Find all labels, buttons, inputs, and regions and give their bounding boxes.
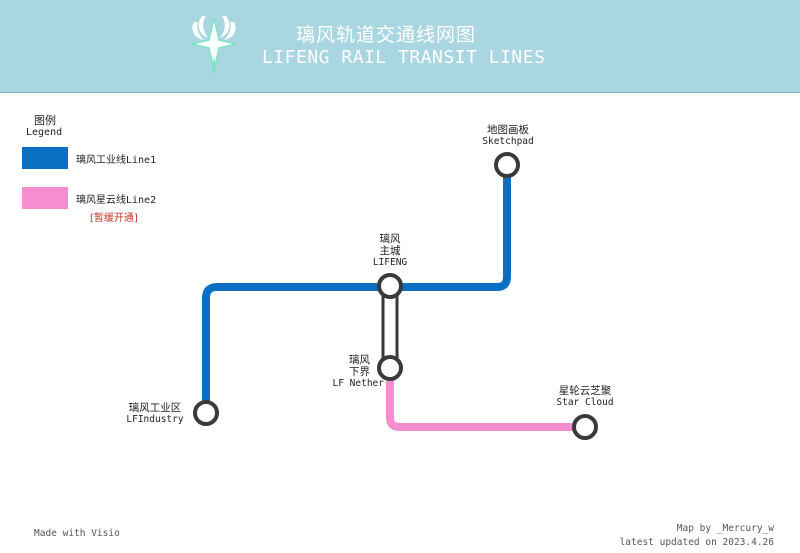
station-label-lifeng: 璃风 主城 LIFENG	[365, 233, 415, 269]
updated-date: latest updated on 2023.4.26	[619, 537, 774, 548]
station-name-cn: 璃风工业区	[128, 402, 182, 414]
station-label-sketchpad: 地图画板 Sketchpad	[478, 124, 538, 148]
station-marker-lifeng	[377, 273, 403, 299]
station-marker-starcloud	[572, 414, 598, 440]
station-name-en: LF Nether	[332, 378, 384, 389]
station-name-cn: 璃风	[379, 233, 401, 245]
station-name-en: Star Cloud	[556, 397, 614, 408]
legend-note-line2: [暂缓开通]	[90, 213, 138, 224]
map-author: Map by _Mercury_w	[676, 523, 774, 534]
legend-title: 图例	[34, 114, 56, 127]
legend-label-line1: 璃风工业线Line1	[76, 155, 157, 166]
station-name-en: LIFENG	[372, 257, 408, 268]
station-name-en: Sketchpad	[482, 136, 534, 147]
station-marker-nether	[377, 355, 403, 381]
legend-subtitle: Legend	[26, 127, 63, 138]
legend-label-line2: 璃风星云线Line2	[76, 195, 157, 206]
legend-swatch-line2	[22, 187, 68, 209]
legend-swatch-line1	[22, 147, 68, 169]
station-label-starcloud: 星轮云芝聚 Star Cloud	[554, 385, 616, 409]
station-name-cn2: 下界	[349, 366, 370, 378]
credits: Map by _Mercury_w latest updated on 2023…	[620, 522, 774, 550]
station-name-cn2: 主城	[379, 245, 401, 257]
station-name-en: LFIndustry	[126, 414, 184, 425]
line1-route	[202, 165, 511, 413]
station-marker-industry	[193, 400, 219, 426]
station-marker-sketchpad	[494, 152, 520, 178]
station-name-cn: 地图画板	[487, 124, 529, 136]
line2-route	[386, 368, 585, 431]
map-title-en: LIFENG RAIL TRANSIT LINES	[262, 47, 546, 68]
made-with-note: Made with Visio	[34, 528, 120, 539]
station-label-industry: 璃风工业区 LFIndustry	[122, 402, 188, 426]
station-name-cn: 星轮云芝聚	[558, 385, 612, 397]
winged-star-logo	[191, 16, 237, 76]
station-name-cn: 璃风	[349, 354, 370, 366]
header-banner: 璃风轨道交通线网图 LIFENG RAIL TRANSIT LINES	[0, 0, 800, 93]
map-title-cn: 璃风轨道交通线网图	[296, 24, 477, 46]
station-label-nether: 璃风 下界 LF Nether	[324, 354, 384, 390]
